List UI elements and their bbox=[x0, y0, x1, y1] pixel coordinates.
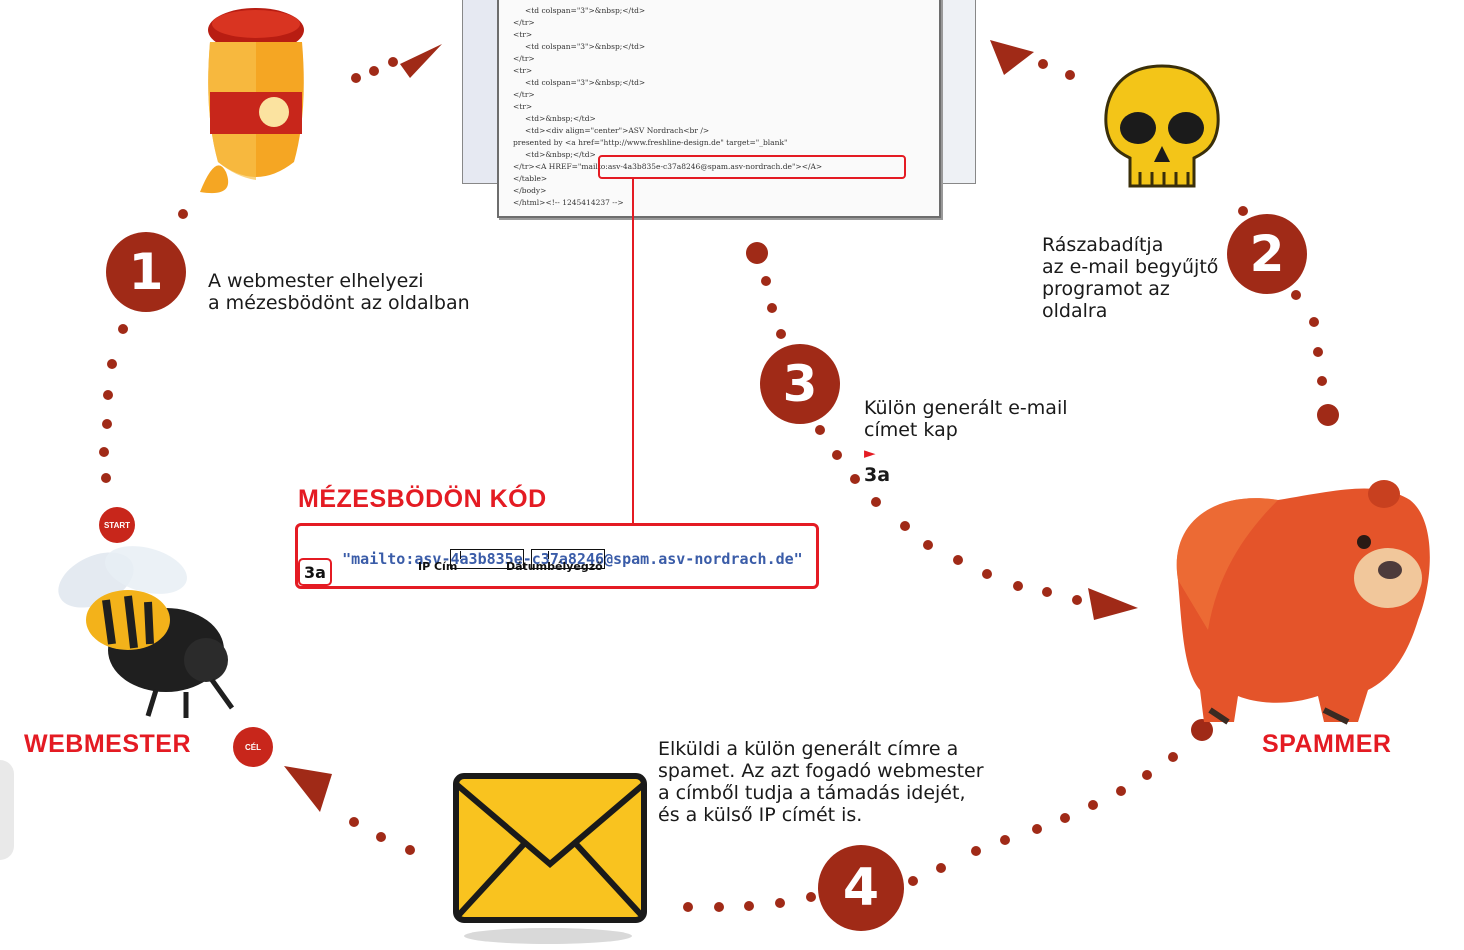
spammer-label: SPAMMER bbox=[1262, 730, 1392, 758]
step-3-text-body: Külön generált e-mail címet kap bbox=[864, 397, 1068, 441]
bear-icon bbox=[1176, 480, 1430, 725]
step-3-badge: 3 bbox=[760, 344, 840, 424]
code-line: </body> bbox=[513, 186, 547, 195]
ip-tick bbox=[460, 551, 461, 559]
honeypot-title: MÉZESBÖDÖN KÓD bbox=[298, 485, 547, 513]
code-line: </table> bbox=[513, 174, 548, 183]
code-line: presented by <a href="http://www.freshli… bbox=[513, 138, 788, 147]
code-line: <tr> bbox=[513, 66, 533, 75]
code-line: <td>&nbsp;</td> bbox=[525, 114, 596, 123]
start-label: START bbox=[103, 520, 131, 530]
code-line: <tr> bbox=[513, 102, 533, 111]
honey-jar-icon bbox=[200, 8, 304, 194]
honeypot-code: "mailto:asv-4a3b835e-c37a8246@spam.asv-n… bbox=[306, 532, 803, 586]
step-3-arrow-icon: ► bbox=[864, 444, 876, 462]
ip-label: IP Cím bbox=[418, 560, 458, 573]
step-1-text: A webmester elhelyezi a mézesbödönt az o… bbox=[208, 270, 470, 314]
connector-line bbox=[632, 177, 634, 525]
step-4-badge: 4 bbox=[818, 845, 904, 931]
source-code-window: <td colspan="3">&nbsp;</td> </tr> <tr> <… bbox=[497, 0, 941, 218]
code-line: </tr> bbox=[513, 54, 535, 63]
step-1-badge: 1 bbox=[106, 232, 186, 312]
timestamp-part: c37a8246 bbox=[530, 549, 606, 569]
code-line: <td colspan="3">&nbsp;</td> bbox=[525, 6, 646, 15]
envelope-icon bbox=[453, 773, 647, 944]
timestamp-tick bbox=[548, 551, 549, 559]
start-tag: START bbox=[99, 507, 135, 543]
step-2-number: 2 bbox=[1249, 225, 1285, 283]
code-prefix: "mailto:asv- bbox=[342, 550, 451, 568]
arrow-icon bbox=[284, 40, 1138, 812]
step-4-text: Elküldi a külön generált címre a spamet.… bbox=[658, 738, 984, 826]
code-separator: - bbox=[522, 550, 532, 568]
webmaster-label: WEBMESTER bbox=[24, 730, 191, 758]
code-line: <tr> bbox=[513, 30, 533, 39]
step-1-number: 1 bbox=[128, 243, 164, 301]
step-3-number: 3 bbox=[782, 355, 818, 413]
ip-part: 4a3b835e bbox=[449, 549, 524, 569]
step-4-number: 4 bbox=[842, 858, 880, 918]
step-2-badge: 2 bbox=[1227, 214, 1307, 294]
step-2-text: Rászabadítja az e-mail begyűjtő programo… bbox=[1042, 234, 1219, 322]
step-3-text: Külön generált e-mail címet kap ► 3a bbox=[864, 375, 1068, 486]
code-line: <td colspan="3">&nbsp;</td> bbox=[525, 78, 646, 87]
code-line: </tr> bbox=[513, 18, 535, 27]
edge-shadow bbox=[0, 760, 14, 860]
timestamp-label: Dátumbélyegző bbox=[506, 560, 603, 573]
code-line: </html><!-- 1245414237 --> bbox=[513, 198, 624, 207]
mailto-highlight bbox=[598, 155, 906, 179]
goal-label: CÉL bbox=[245, 742, 261, 752]
code-line: </tr> bbox=[513, 90, 535, 99]
code-line: <td><div align="center">ASV Nordrach<br … bbox=[525, 126, 710, 135]
honeypot-code-box: "mailto:asv-4a3b835e-c37a8246@spam.asv-n… bbox=[295, 523, 819, 589]
code-line: <td>&nbsp;</td> bbox=[525, 150, 596, 159]
goal-tag: CÉL bbox=[233, 727, 273, 767]
step-3-ref: 3a bbox=[864, 464, 891, 486]
skull-icon bbox=[1104, 64, 1220, 188]
code-line: <td colspan="3">&nbsp;</td> bbox=[525, 42, 646, 51]
code-line: </tr><A HREF="mailto:asv-4a3b835e-c37a82… bbox=[513, 162, 823, 171]
dotted-path bbox=[99, 57, 1339, 912]
code-suffix: @spam.asv-nordrach.de" bbox=[604, 550, 803, 568]
ref-tag-3a: 3a bbox=[298, 558, 332, 586]
bee-icon bbox=[58, 546, 235, 718]
